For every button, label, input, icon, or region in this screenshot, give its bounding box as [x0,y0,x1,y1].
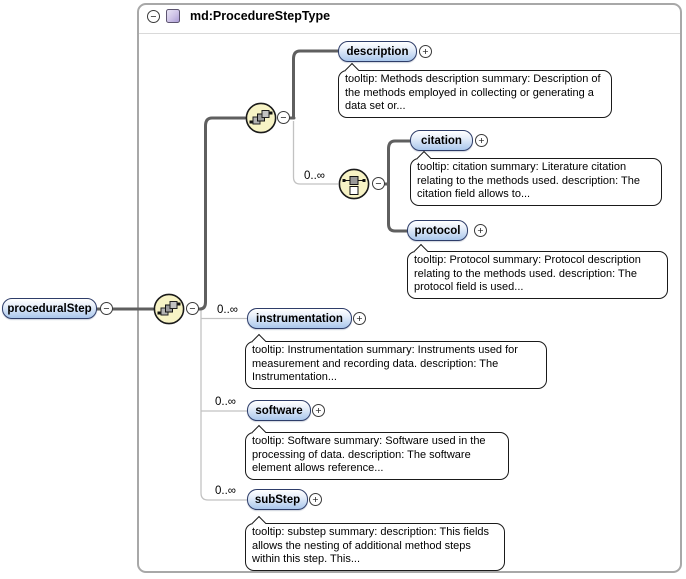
tooltip-line: tooltip: Methods description summary: De… [345,73,601,85]
element-proceduralStep[interactable]: proceduralStep [2,298,97,319]
element-substep[interactable]: subStep [247,489,308,510]
expand-icon-description[interactable]: + [419,45,432,58]
collapse-icon-main-sequence[interactable]: − [186,302,199,315]
tooltip-substep: tooltip: substep summary: description: T… [245,515,505,571]
element-description[interactable]: description [338,41,417,62]
expand-icon-citation[interactable]: + [475,134,488,147]
element-description-label: description [346,45,409,58]
expand-icon-instrumentation[interactable]: + [353,312,366,325]
tooltip-software: tooltip: Software summary: Software used… [245,424,509,480]
tooltip-line: measurement and recording data. descript… [252,357,499,370]
tooltip-line: citation field allows to... [417,188,531,200]
element-substep-label: subStep [254,493,301,506]
tooltip-line: the methods employed in collecting or ge… [345,86,594,99]
cardinality-substep: 0..∞ [215,485,236,497]
frame-header-divider [139,33,680,34]
complex-type-icon [166,9,180,23]
expand-icon-substep[interactable]: + [309,493,322,506]
element-protocol[interactable]: protocol [407,220,468,241]
sequence-compositor-icon[interactable] [245,102,277,134]
sequence-compositor-icon[interactable] [153,293,185,325]
tooltip-protocol: tooltip: Protocol summary: Protocol desc… [407,243,668,299]
collapse-icon-choice[interactable]: − [372,177,385,190]
choice-compositor-icon[interactable] [338,168,370,200]
tooltip-line: Instrumentation... [252,371,337,383]
tooltip-line: tooltip: Protocol summary: Protocol desc… [414,254,641,266]
element-instrumentation-label: instrumentation [256,312,343,325]
element-protocol-label: protocol [414,224,461,237]
cardinality-instrumentation: 0..∞ [217,304,238,316]
collapse-icon-inner-sequence[interactable]: − [277,111,290,124]
element-instrumentation[interactable]: instrumentation [247,308,352,329]
tooltip-instrumentation: tooltip: Instrumentation summary: Instru… [245,333,547,389]
type-title: md:ProcedureStepType [190,9,331,23]
tooltip-line: within this step. This... [252,553,361,565]
tooltip-line: tooltip: citation summary: Literature ci… [417,161,627,173]
tooltip-line: data set or... [345,100,406,112]
cardinality-software: 0..∞ [215,396,236,408]
frame-collapse-icon[interactable]: − [147,10,160,23]
tooltip-line: tooltip: Instrumentation summary: Instru… [252,344,518,356]
cardinality-choice-group: 0..∞ [304,170,325,182]
element-software[interactable]: software [247,400,311,421]
tooltip-line: allows the nesting of additional method … [252,539,471,552]
tooltip-line: protocol field is used... [414,281,524,293]
tooltip-citation: tooltip: citation summary: Literature ci… [410,150,662,206]
collapse-icon-proceduralStep[interactable]: − [100,302,113,315]
tooltip-line: element allows reference... [252,462,384,474]
tooltip-line: relating to the methods used. descriptio… [414,267,637,280]
element-software-label: software [255,404,303,417]
tooltip-line: processing of data. description: The sof… [252,448,471,461]
tooltip-line: tooltip: substep summary: description: T… [252,526,490,538]
tooltip-description: tooltip: Methods description summary: De… [338,62,612,118]
expand-icon-software[interactable]: + [312,404,325,417]
element-citation-label: citation [421,134,462,147]
element-citation[interactable]: citation [410,130,473,151]
tooltip-line: tooltip: Software summary: Software used… [252,435,486,447]
tooltip-line: relating to the methods used. descriptio… [417,174,640,187]
element-proceduralStep-label: proceduralStep [7,302,92,315]
expand-icon-protocol[interactable]: + [474,224,487,237]
